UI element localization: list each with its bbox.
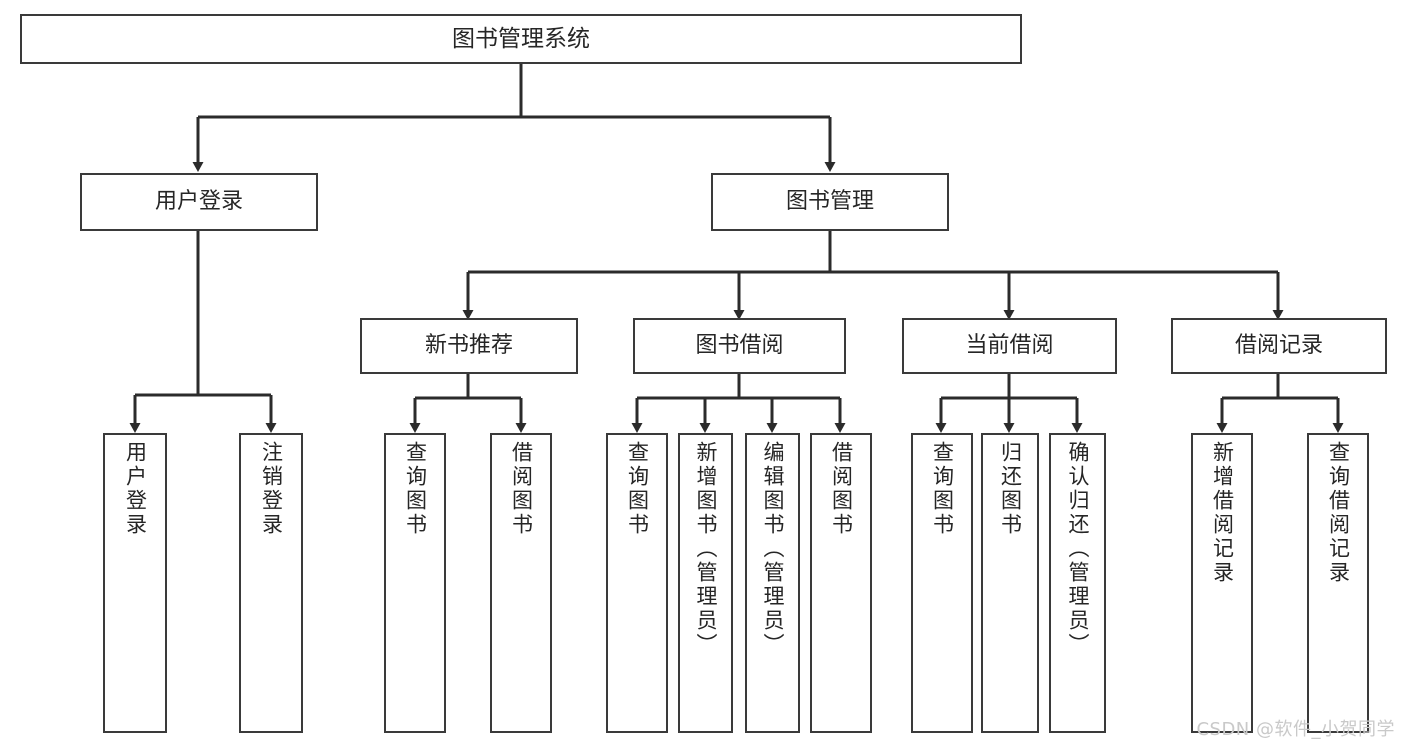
leaf-new-book-borrow-label: 借阅图书 — [509, 441, 534, 537]
node-new-book-recommend[interactable]: 新书推荐 — [360, 318, 578, 374]
node-borrow-record-label: 借阅记录 — [1234, 333, 1323, 359]
leaf-new-book-query-label: 查询图书 — [403, 441, 428, 537]
leaf-current-query-book[interactable]: 查询图书 — [911, 433, 973, 733]
leaf-record-add-record-label: 新增借阅记录 — [1210, 441, 1235, 585]
leaf-borrow-edit-book-admin-label: 编辑图书（管理员） — [761, 441, 785, 657]
leaf-borrow-edit-book-admin[interactable]: 编辑图书（管理员） — [745, 433, 800, 733]
leaf-record-query-record[interactable]: 查询借阅记录 — [1307, 433, 1369, 733]
leaf-current-return-book-label: 归还图书 — [998, 441, 1023, 537]
node-book-management[interactable]: 图书管理 — [711, 173, 949, 231]
node-root-label: 图书管理系统 — [452, 25, 590, 52]
node-current-borrow[interactable]: 当前借阅 — [902, 318, 1117, 374]
node-current-borrow-label: 当前借阅 — [965, 333, 1054, 359]
leaf-borrow-query-book[interactable]: 查询图书 — [606, 433, 668, 733]
node-book-management-label: 图书管理 — [785, 189, 874, 215]
node-user-login[interactable]: 用户登录 — [80, 173, 318, 231]
node-book-borrow[interactable]: 图书借阅 — [633, 318, 846, 374]
leaf-borrow-add-book-admin-label: 新增图书（管理员） — [694, 441, 718, 657]
node-borrow-record[interactable]: 借阅记录 — [1171, 318, 1387, 374]
leaf-current-query-book-label: 查询图书 — [930, 441, 955, 537]
leaf-current-confirm-return-admin[interactable]: 确认归还（管理员） — [1049, 433, 1106, 733]
leaf-current-return-book[interactable]: 归还图书 — [981, 433, 1039, 733]
leaf-user-login-login-label: 用户登录 — [123, 441, 148, 537]
leaf-current-confirm-return-admin-label: 确认归还（管理员） — [1066, 441, 1090, 657]
leaf-user-login-login[interactable]: 用户登录 — [103, 433, 167, 733]
leaf-user-login-logout-label: 注销登录 — [259, 441, 284, 537]
leaf-record-add-record[interactable]: 新增借阅记录 — [1191, 433, 1253, 733]
leaf-record-query-record-label: 查询借阅记录 — [1326, 441, 1351, 585]
node-user-login-label: 用户登录 — [154, 189, 243, 215]
leaf-borrow-query-book-label: 查询图书 — [625, 441, 650, 537]
node-book-borrow-label: 图书借阅 — [695, 333, 784, 359]
leaf-borrow-borrow-book[interactable]: 借阅图书 — [810, 433, 872, 733]
node-root-book-management-system[interactable]: 图书管理系统 — [20, 14, 1022, 64]
leaf-borrow-add-book-admin[interactable]: 新增图书（管理员） — [678, 433, 733, 733]
leaf-new-book-borrow[interactable]: 借阅图书 — [490, 433, 552, 733]
leaf-user-login-logout[interactable]: 注销登录 — [239, 433, 303, 733]
leaf-new-book-query[interactable]: 查询图书 — [384, 433, 446, 733]
node-new-book-recommend-label: 新书推荐 — [424, 333, 513, 359]
leaf-borrow-borrow-book-label: 借阅图书 — [829, 441, 854, 537]
